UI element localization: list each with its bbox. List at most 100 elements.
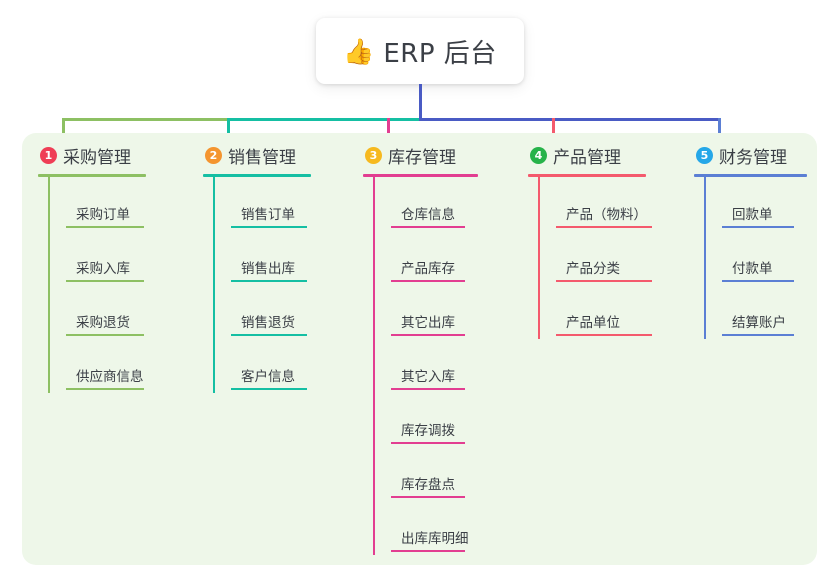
branch-spine [48, 177, 50, 393]
connector-bar-3 [419, 118, 721, 121]
branch-item[interactable]: 其它入库 [391, 339, 478, 393]
branch-item-underline [231, 226, 307, 228]
branch-item-label: 其它出库 [401, 315, 455, 331]
branch-item-label: 其它入库 [401, 369, 455, 385]
connector-bar-1 [62, 118, 227, 121]
branch-item-underline [556, 226, 652, 228]
branch-title: 库存管理 [388, 147, 456, 168]
branch-number-badge: 4 [530, 146, 547, 164]
branch-item-label: 销售退货 [241, 315, 295, 331]
branch-item-label: 回款单 [732, 207, 773, 223]
branch-item-label: 产品分类 [566, 261, 620, 277]
root-node-title: ERP 后台 [383, 38, 497, 69]
root-node[interactable]: 👍 ERP 后台 [316, 18, 524, 84]
branch-item-underline [231, 388, 307, 390]
branch-item-label: 采购入库 [76, 261, 130, 277]
branch-item-underline [391, 334, 465, 336]
branch-item[interactable]: 采购退货 [66, 285, 146, 339]
branch-items: 回款单付款单结算账户 [704, 177, 807, 339]
connector-drop-5 [718, 118, 721, 145]
branch-column-3[interactable]: 3 库存管理仓库信息产品库存其它出库其它入库库存调拨库存盘点出库库明细 [363, 142, 478, 555]
connector-drop-3 [387, 118, 390, 145]
branches-panel [22, 133, 817, 565]
branch-items: 采购订单采购入库采购退货供应商信息 [48, 177, 146, 393]
branch-item-underline [391, 280, 465, 282]
branch-spine [213, 177, 215, 393]
branch-item-label: 销售订单 [241, 207, 295, 223]
branch-item[interactable]: 产品单位 [556, 285, 652, 339]
branch-items: 仓库信息产品库存其它出库其它入库库存调拨库存盘点出库库明细 [373, 177, 478, 555]
branch-item-underline [66, 226, 144, 228]
branch-title: 销售管理 [228, 147, 296, 168]
branch-item-label: 库存调拨 [401, 423, 455, 439]
branch-item-underline [722, 226, 794, 228]
branch-header-3[interactable]: 3 库存管理 [363, 142, 478, 168]
branch-item-label: 结算账户 [732, 315, 786, 331]
branch-item-label: 供应商信息 [76, 369, 144, 385]
branch-item-underline [66, 334, 144, 336]
branch-item[interactable]: 供应商信息 [66, 339, 146, 393]
branch-underline [38, 174, 146, 177]
branch-item-underline [556, 280, 652, 282]
thumbs-up-icon: 👍 [343, 36, 375, 66]
branch-item[interactable]: 其它出库 [391, 285, 478, 339]
branch-item[interactable]: 采购订单 [66, 177, 146, 231]
branch-item-underline [391, 442, 465, 444]
root-node-content: 👍 ERP 后台 [343, 33, 497, 70]
branch-item-label: 采购退货 [76, 315, 130, 331]
branch-item-underline [66, 280, 144, 282]
branch-item[interactable]: 产品（物料） [556, 177, 652, 231]
branch-column-1[interactable]: 1 采购管理采购订单采购入库采购退货供应商信息 [38, 142, 146, 393]
branch-item-label: 产品库存 [401, 261, 455, 277]
branch-item[interactable]: 结算账户 [722, 285, 807, 339]
branch-underline [694, 174, 807, 177]
branch-title: 采购管理 [63, 147, 131, 168]
branch-number-badge: 3 [365, 146, 382, 164]
branch-item-underline [391, 388, 465, 390]
branch-spine [373, 177, 375, 555]
connector-drop-4 [552, 118, 555, 145]
branch-item-label: 销售出库 [241, 261, 295, 277]
branch-item[interactable]: 产品分类 [556, 231, 652, 285]
branch-item[interactable]: 库存盘点 [391, 447, 478, 501]
branch-item[interactable]: 付款单 [722, 231, 807, 285]
branch-item-underline [231, 280, 307, 282]
branch-column-2[interactable]: 2 销售管理销售订单销售出库销售退货客户信息 [203, 142, 311, 393]
branch-item[interactable]: 销售出库 [231, 231, 311, 285]
branch-items: 销售订单销售出库销售退货客户信息 [213, 177, 311, 393]
root-stem [419, 84, 422, 121]
branch-item-label: 采购订单 [76, 207, 130, 223]
branch-item[interactable]: 销售退货 [231, 285, 311, 339]
branch-item-underline [391, 226, 465, 228]
branch-item[interactable]: 采购入库 [66, 231, 146, 285]
branch-item[interactable]: 销售订单 [231, 177, 311, 231]
branch-item-underline [66, 388, 144, 390]
branch-item[interactable]: 产品库存 [391, 231, 478, 285]
branch-item[interactable]: 客户信息 [231, 339, 311, 393]
branch-item[interactable]: 出库库明细 [391, 501, 478, 555]
branch-header-1[interactable]: 1 采购管理 [38, 142, 146, 168]
branch-item-label: 仓库信息 [401, 207, 455, 223]
branch-number-badge: 1 [40, 146, 57, 164]
branch-spine [538, 177, 540, 339]
branch-item-underline [556, 334, 652, 336]
branch-title: 财务管理 [719, 147, 787, 168]
connector-drop-2 [227, 118, 230, 145]
branch-underline [528, 174, 646, 177]
connector-bar-2 [227, 118, 419, 121]
branch-item-underline [722, 334, 794, 336]
branch-item[interactable]: 回款单 [722, 177, 807, 231]
branch-spine [704, 177, 706, 339]
branch-item-label: 出库库明细 [401, 531, 469, 547]
branch-header-2[interactable]: 2 销售管理 [203, 142, 311, 168]
branch-underline [203, 174, 311, 177]
branch-number-badge: 2 [205, 146, 222, 164]
branch-item[interactable]: 仓库信息 [391, 177, 478, 231]
branch-item-label: 客户信息 [241, 369, 295, 385]
branch-item[interactable]: 库存调拨 [391, 393, 478, 447]
